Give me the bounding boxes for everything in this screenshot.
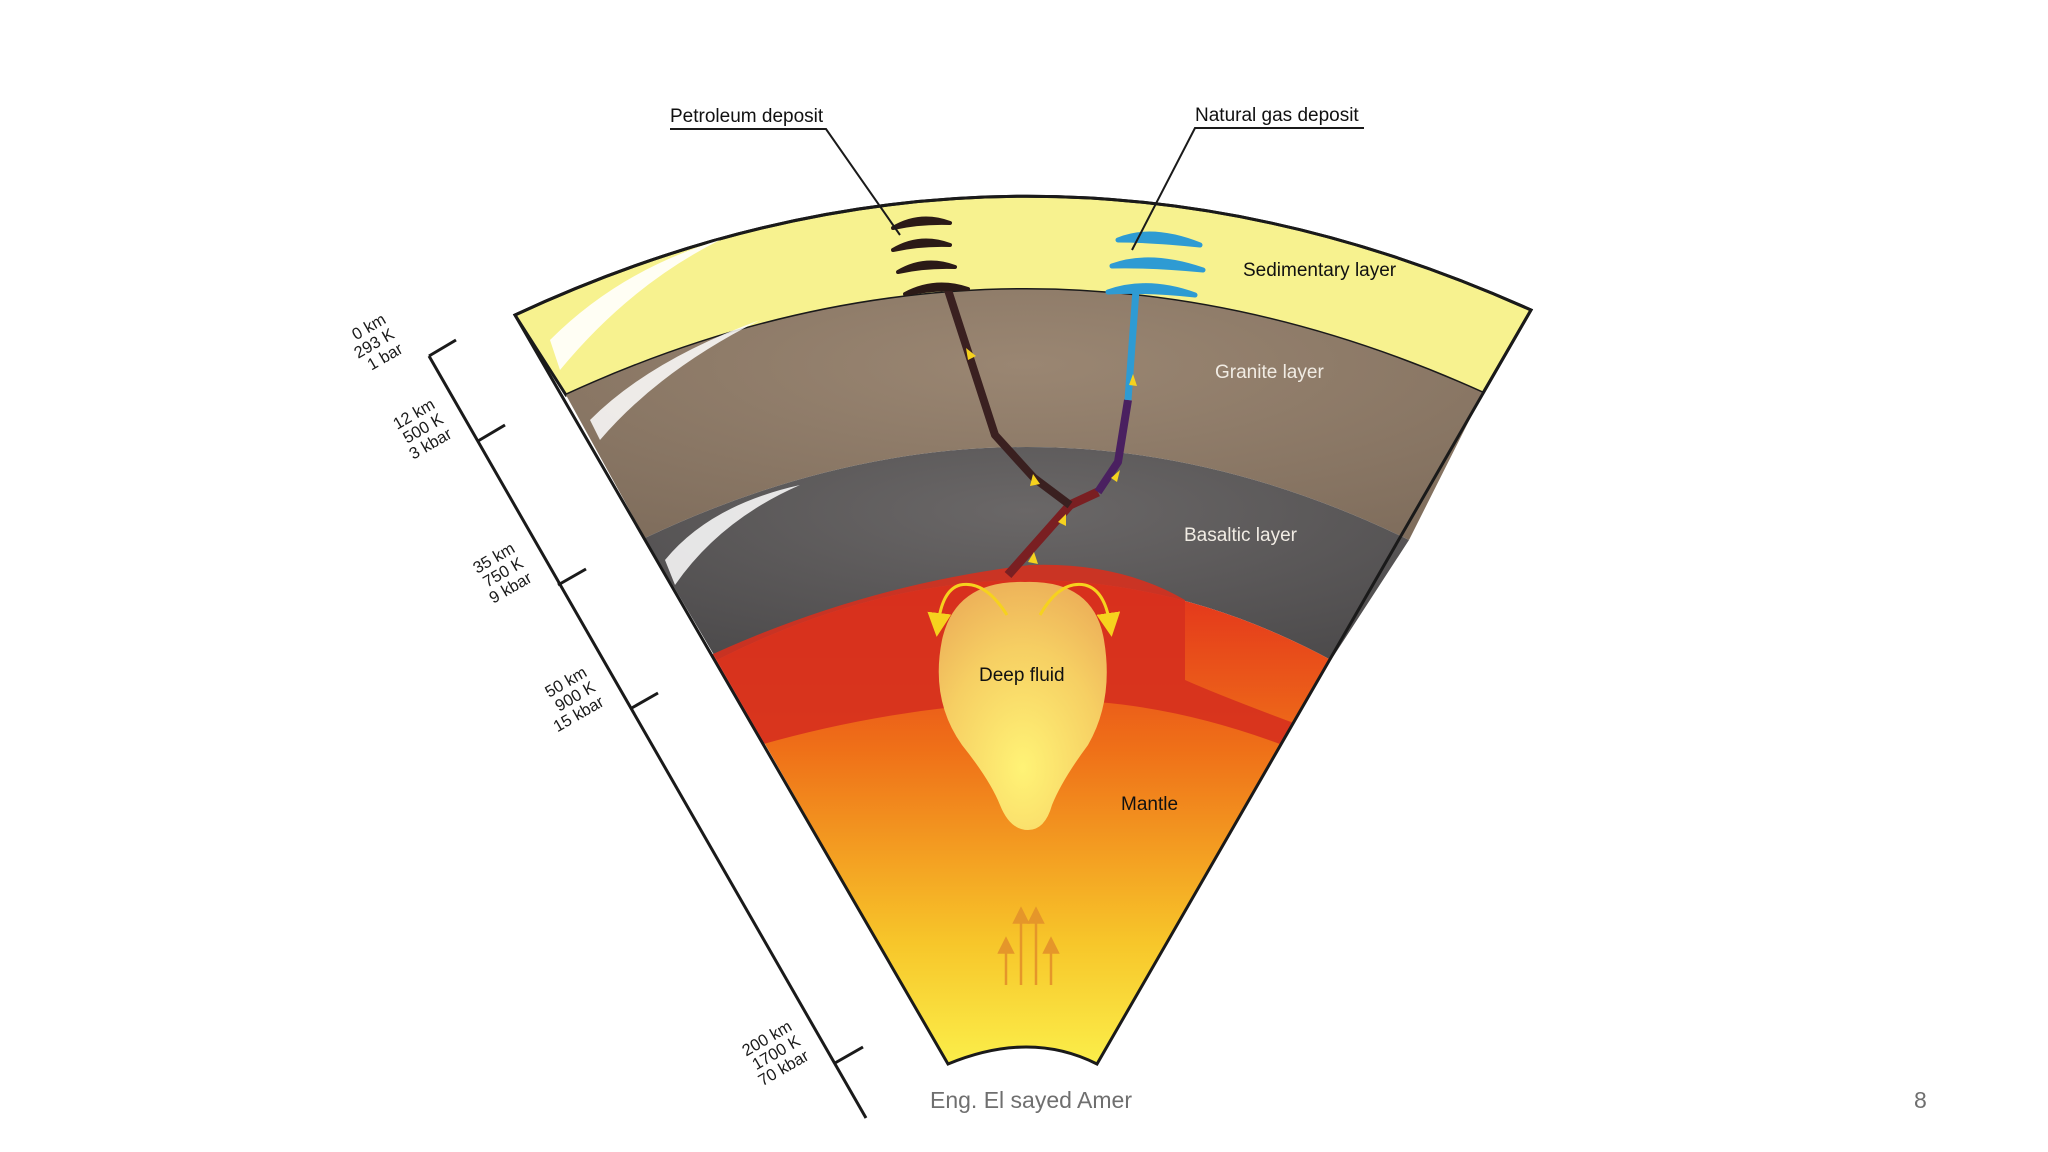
granite-layer-label: Granite layer	[1215, 362, 1324, 383]
gas-conduit-upper	[1124, 289, 1140, 401]
scale-tick-3	[629, 691, 659, 711]
deep-fluid-label: Deep fluid	[979, 665, 1065, 686]
footer-author: Eng. El sayed Amer	[930, 1087, 1132, 1113]
basaltic-layer-label: Basaltic layer	[1184, 525, 1298, 546]
scale-label-4: 200 km 1700 K 70 kbar	[739, 1017, 812, 1090]
flow-arrow-5	[1111, 470, 1120, 482]
flow-arrow-2	[1058, 514, 1066, 526]
mantle-label: Mantle	[1121, 794, 1178, 815]
circulation-arrow-right	[1038, 582, 1121, 637]
scale-label-3: 50 km 900 K 15 kbar	[542, 663, 607, 736]
scale-tick-4	[834, 1045, 864, 1065]
scale-tick-2	[557, 567, 587, 587]
granite-layer	[566, 289, 1483, 540]
flow-arrow-3	[1030, 474, 1040, 486]
highlight-basalt	[665, 485, 800, 585]
highlight-granite	[590, 320, 760, 440]
flow-arrow-4	[966, 348, 976, 360]
petroleum-deposit	[891, 216, 970, 296]
scale-label-1: 12 km 500 K 3 kbar	[390, 395, 455, 463]
scale-tick-0	[428, 338, 457, 358]
natural-gas-deposit	[1105, 231, 1206, 298]
deep-fluid-body	[938, 581, 1107, 830]
scale-tick-1	[477, 423, 506, 443]
petroleum-leader	[670, 128, 901, 236]
slide-number: 8	[1914, 1087, 1927, 1113]
leader-lines	[670, 127, 1364, 251]
natural-gas-deposit-label: Natural gas deposit	[1195, 105, 1359, 126]
highlight-sedimentary	[550, 240, 720, 370]
scale-axis	[427, 355, 868, 1119]
petroleum-deposit-label: Petroleum deposit	[670, 106, 824, 127]
natural-gas-leader	[1131, 127, 1364, 251]
scale-label-2: 35 km 750 K 9 kbar	[470, 539, 535, 607]
migration-conduits	[944, 288, 1140, 578]
wedge-outline	[512, 194, 1534, 1066]
scale-label-0: 0 km 293 K 1 bar	[349, 310, 406, 374]
petroleum-conduit	[944, 288, 1073, 509]
sedimentary-layer-label: Sedimentary layer	[1243, 260, 1397, 281]
circulation-arrow-left	[927, 582, 1009, 637]
flow-arrow-1	[1028, 552, 1038, 564]
deep-fluid-plume	[927, 581, 1121, 985]
depth-scale: 0 km 293 K 1 bar 12 km 500 K 3 kbar 35 k…	[349, 310, 868, 1119]
gas-conduit-lower	[1094, 399, 1132, 495]
flow-arrow-6	[1129, 374, 1137, 386]
